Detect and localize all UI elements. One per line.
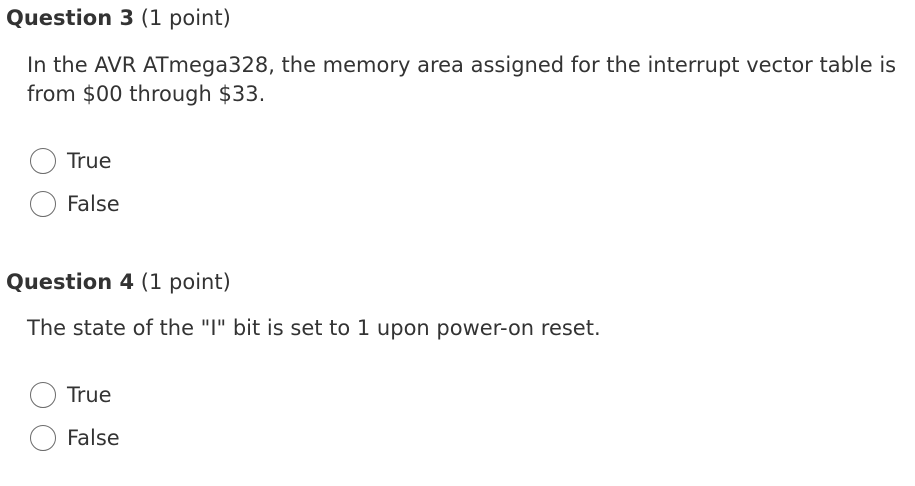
radio-button[interactable]: [30, 191, 56, 217]
option-label[interactable]: False: [67, 426, 120, 450]
question-text: In the AVR ATmega328, the memory area as…: [27, 53, 897, 106]
option-label[interactable]: True: [67, 149, 112, 173]
question-points: (1 point): [140, 270, 231, 294]
question-header: Question 4 (1 point): [6, 268, 231, 296]
question-text: The state of the "I" bit is set to 1 upo…: [27, 316, 601, 340]
option-label[interactable]: True: [67, 383, 112, 407]
question-title: Question 4: [6, 270, 135, 294]
option-label[interactable]: False: [67, 192, 120, 216]
option-true[interactable]: True: [30, 146, 112, 176]
question-header: Question 3 (1 point): [6, 4, 231, 32]
radio-button[interactable]: [30, 148, 56, 174]
radio-button[interactable]: [30, 425, 56, 451]
radio-button[interactable]: [30, 382, 56, 408]
option-false[interactable]: False: [30, 189, 120, 219]
option-false[interactable]: False: [30, 423, 120, 453]
question-title: Question 3: [6, 6, 135, 30]
question-points: (1 point): [140, 6, 231, 30]
option-true[interactable]: True: [30, 380, 112, 410]
